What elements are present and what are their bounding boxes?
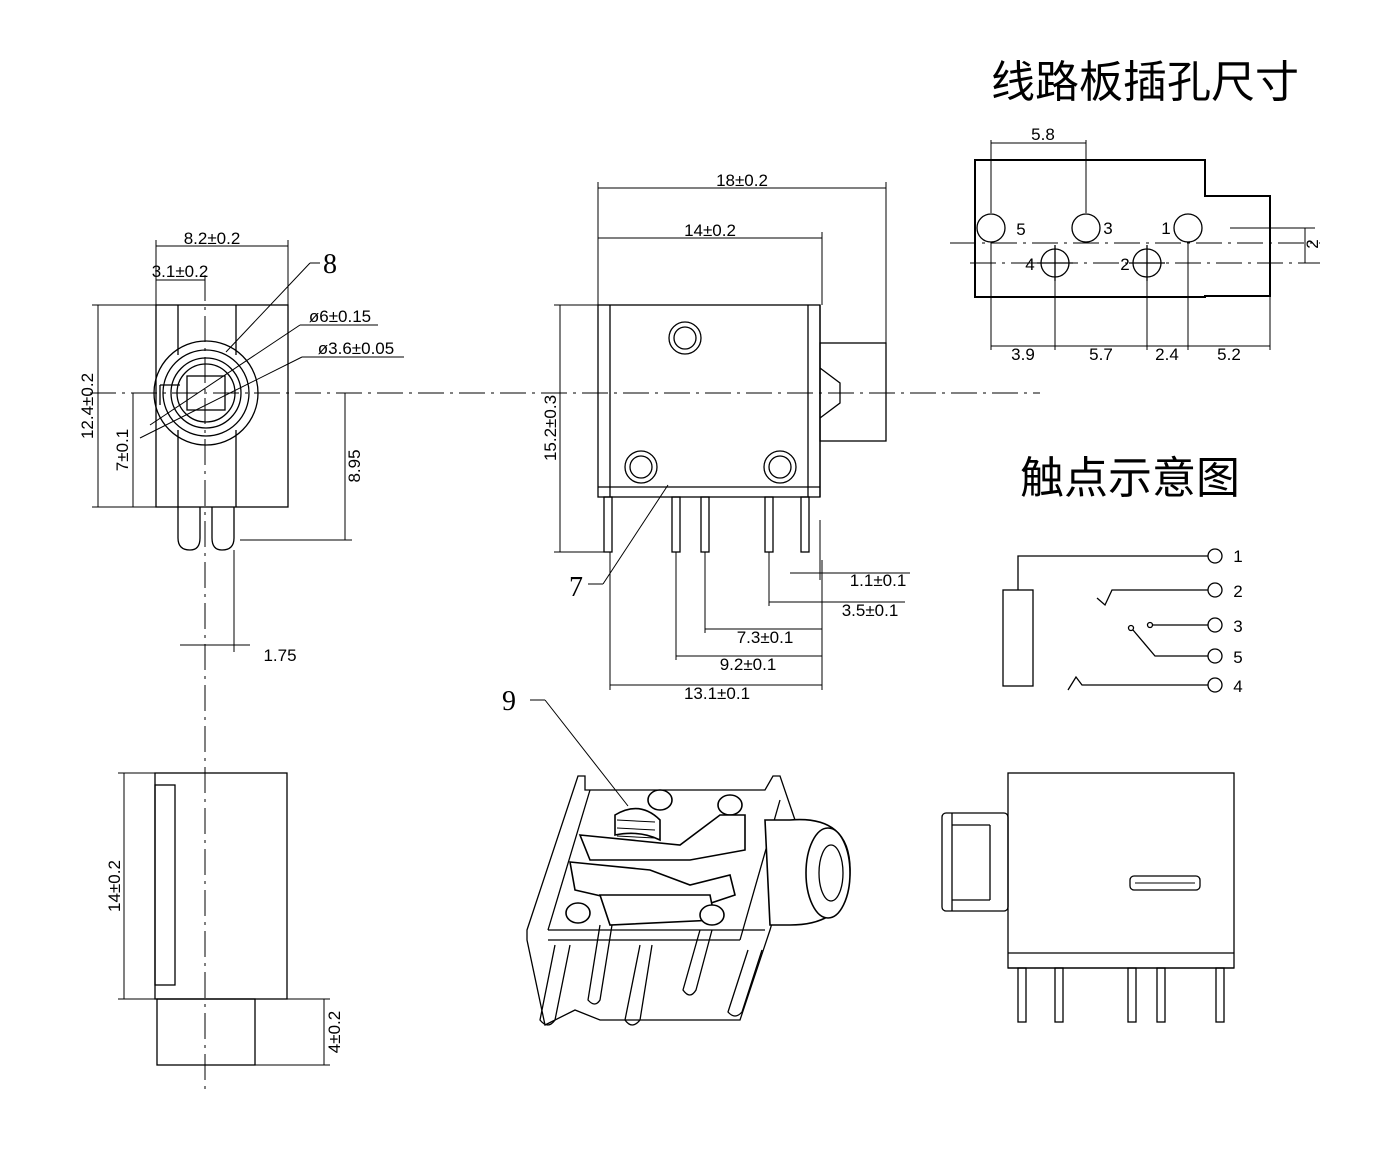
contact-2-label: 2 xyxy=(1233,582,1242,601)
pin-offset-label: 1.75 xyxy=(263,646,296,665)
hole-5-label: 5 xyxy=(1016,220,1025,239)
bottom-spacing-1: 3.9 xyxy=(1011,345,1035,364)
pin-depth-label: 8.95 xyxy=(345,449,364,482)
side-height-label: 15.2±0.3 xyxy=(541,395,560,461)
isometric-view: 9 xyxy=(502,686,851,1026)
pcb-hole-layout: 5 3 1 4 2 5.8 2 3.9 5.7 2.4 5.2 xyxy=(950,125,1322,364)
callout-7: 7 xyxy=(569,572,583,603)
pin-a-label: 1.1±0.1 xyxy=(850,571,907,590)
front-height-label: 12.4±0.2 xyxy=(78,373,97,439)
contact-schematic: 1 2 3 5 4 xyxy=(1002,547,1243,696)
barrel-length-label: 4±0.2 xyxy=(325,1011,344,1053)
bottom-spacing-2: 5.7 xyxy=(1089,345,1113,364)
front-view: 8.2±0.2 3.1±0.2 12.4±0.2 7±0.1 8.95 1.75… xyxy=(78,229,1040,1090)
hole-3-label: 3 xyxy=(1103,219,1112,238)
pin-c-label: 7.3±0.1 xyxy=(737,628,794,647)
pin-b-label: 3.5±0.1 xyxy=(842,601,899,620)
pcb-holes-title: 线路板插孔尺寸 xyxy=(991,58,1299,107)
side-view: 18±0.2 14±0.2 15.2±0.3 1.1±0.1 3.5±0.1 7… xyxy=(541,171,910,703)
bottom-length-label: 14±0.2 xyxy=(105,860,124,912)
inner-diameter-label: ø3.6±0.05 xyxy=(318,339,394,358)
front-offset-label: 3.1±0.2 xyxy=(152,262,209,281)
bottom-spacing-3: 2.4 xyxy=(1155,345,1179,364)
front-width-label: 8.2±0.2 xyxy=(184,229,241,248)
total-length-label: 18±0.2 xyxy=(716,171,768,190)
contact-4-label: 4 xyxy=(1233,677,1242,696)
bottom-spacing-4: 5.2 xyxy=(1217,345,1241,364)
bottom-view: 14±0.2 4±0.2 xyxy=(105,772,344,1066)
contact-diagram-title: 触点示意图 xyxy=(1020,454,1240,503)
contact-1-label: 1 xyxy=(1233,547,1242,566)
hole-1-label: 1 xyxy=(1161,219,1170,238)
pin-e-label: 13.1±0.1 xyxy=(684,684,750,703)
outer-diameter-label: ø6±0.15 xyxy=(309,307,371,326)
body-length-label: 14±0.2 xyxy=(684,221,736,240)
contact-5-label: 5 xyxy=(1233,648,1242,667)
callout-8: 8 xyxy=(323,249,337,280)
hole-4-label: 4 xyxy=(1025,255,1034,274)
contact-3-label: 3 xyxy=(1233,617,1242,636)
top-spacing-label: 5.8 xyxy=(1031,125,1055,144)
right-spacing-label: 2 xyxy=(1303,239,1322,248)
rear-view xyxy=(941,772,1235,1023)
callout-9: 9 xyxy=(502,686,516,717)
pin-d-label: 9.2±0.1 xyxy=(720,655,777,674)
front-center-height-label: 7±0.1 xyxy=(113,429,132,471)
hole-2-label: 2 xyxy=(1120,255,1129,274)
